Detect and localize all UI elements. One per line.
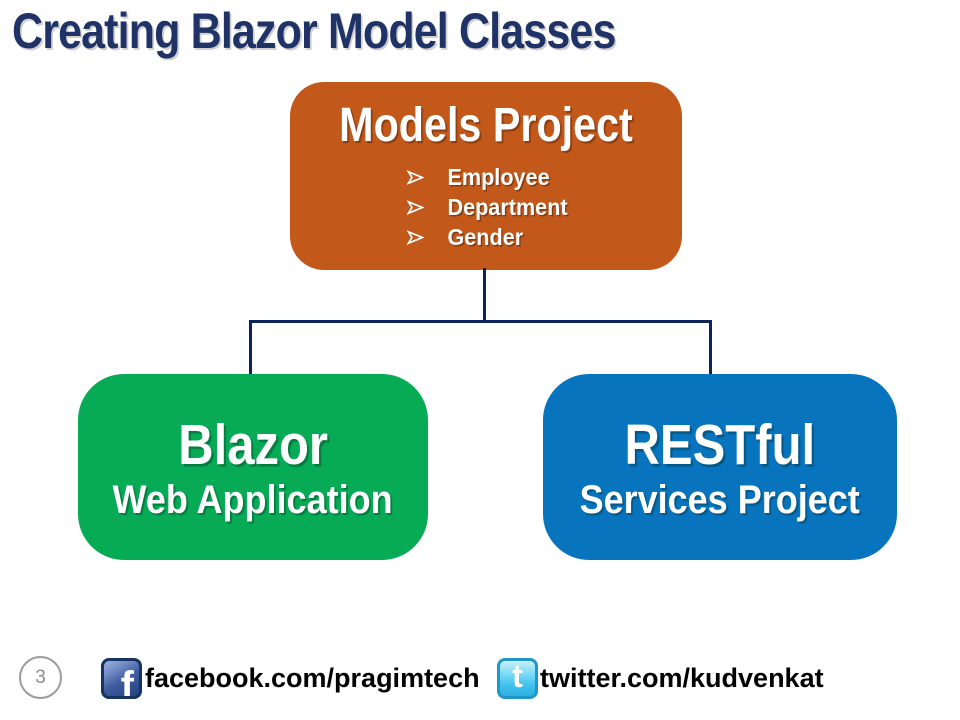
list-item-label: Gender — [447, 223, 524, 250]
facebook-url: facebook.com/pragimtech — [145, 663, 480, 693]
blazor-box-subtitle: Web Application — [112, 478, 394, 522]
blazor-web-application-box: Blazor Web Application — [78, 374, 428, 560]
models-project-list: Employee Department Gender — [302, 162, 670, 252]
facebook-f-glyph: f — [120, 664, 134, 699]
arrow-bullet-icon — [407, 199, 424, 215]
list-item-label: Employee — [447, 163, 550, 190]
twitter-bird-glyph: t — [512, 658, 523, 694]
arrow-bullet-icon — [407, 229, 424, 245]
restful-box-subtitle: Services Project — [579, 478, 861, 522]
slide-title: Creating Blazor Model Classes — [12, 3, 616, 59]
models-project-title: Models Project — [339, 99, 633, 152]
list-item: Employee — [302, 162, 670, 192]
list-item-label: Department — [447, 193, 568, 220]
page-number: 3 — [35, 666, 46, 688]
twitter-url: twitter.com/kudvenkat — [540, 663, 824, 693]
list-item: Department — [302, 192, 670, 222]
restful-box-title: RESTful — [624, 413, 816, 477]
models-project-box: Models Project Employee Department Gende… — [290, 82, 682, 270]
connector-horizontal — [249, 320, 712, 323]
blazor-box-title: Blazor — [178, 413, 328, 477]
connector-vertical-top — [483, 268, 486, 323]
twitter-icon: t — [497, 658, 538, 699]
connector-vertical-right — [709, 320, 712, 376]
restful-services-box: RESTful Services Project — [543, 374, 897, 560]
connector-vertical-left — [249, 320, 252, 376]
page-number-badge: 3 — [19, 656, 62, 699]
list-item: Gender — [302, 222, 670, 252]
arrow-bullet-icon — [407, 169, 424, 185]
facebook-icon: f — [101, 658, 142, 699]
